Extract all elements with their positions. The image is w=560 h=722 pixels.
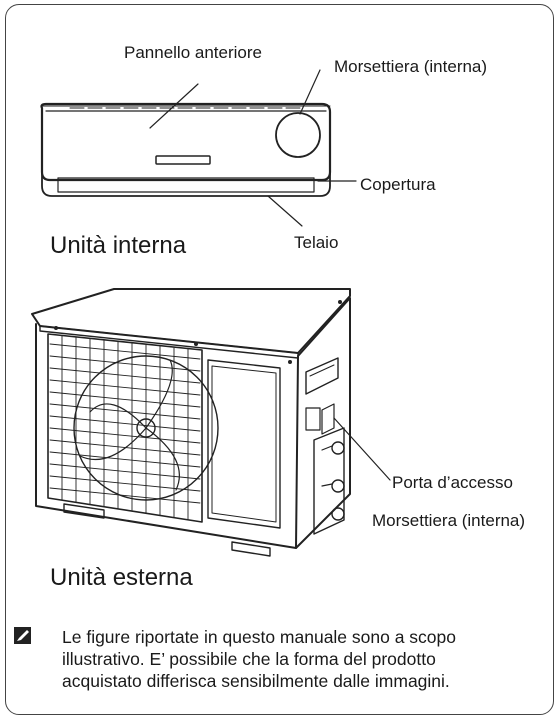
label-indoor-terminal-block: Morsettiera (interna) <box>334 57 488 76</box>
caption-indoor-unit: Unità interna <box>50 232 187 259</box>
indoor-unit-drawing <box>40 69 357 227</box>
note-line-3: acquistato differisca sensibilmente dall… <box>62 671 450 691</box>
outdoor-unit-drawing <box>31 288 391 557</box>
disclaimer-note: Le figure riportate in questo manuale so… <box>62 626 542 692</box>
note-line-2: illustrativo. E’ possibile che la forma … <box>62 649 436 669</box>
note-icon-drawing <box>14 627 31 644</box>
label-front-panel: Pannello anteriore <box>124 43 262 62</box>
label-access-door: Porta d’accesso <box>392 473 513 492</box>
note-line-1: Le figure riportate in questo manuale so… <box>62 627 457 647</box>
label-cover: Copertura <box>360 175 436 194</box>
caption-outdoor-unit: Unità esterna <box>50 564 193 591</box>
label-frame: Telaio <box>294 233 339 252</box>
pencil-note-icon <box>14 627 31 644</box>
label-outdoor-terminal-block: Morsettiera (interna) <box>372 511 526 530</box>
page-frame <box>5 4 554 715</box>
